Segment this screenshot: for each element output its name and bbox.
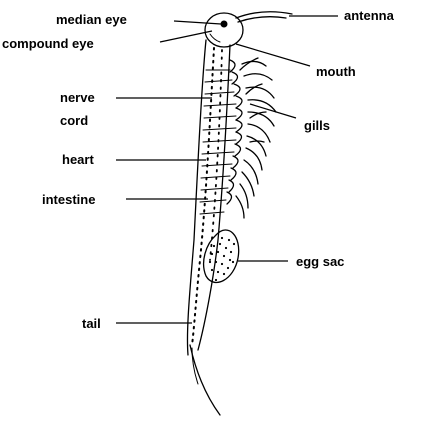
antenna-lower bbox=[238, 17, 286, 22]
median-eye-marker bbox=[221, 21, 228, 28]
label-nerve-cord-line1: nerve bbox=[60, 90, 95, 105]
label-compound-eye: compound eye bbox=[2, 36, 94, 51]
leader-median-eye bbox=[174, 21, 221, 24]
thoracic-lobes bbox=[227, 60, 242, 204]
nerve-cord-dots bbox=[192, 48, 214, 345]
leader-compound-eye bbox=[160, 31, 212, 42]
label-egg-sac: egg sac bbox=[296, 254, 344, 269]
label-heart: heart bbox=[62, 152, 94, 167]
tail-filament bbox=[190, 345, 220, 415]
label-tail: tail bbox=[82, 316, 101, 331]
leader-lines bbox=[116, 16, 338, 323]
label-mouth: mouth bbox=[316, 64, 356, 79]
leader-gills bbox=[250, 104, 296, 118]
label-median-eye: median eye bbox=[56, 12, 127, 27]
trunk-left-outline bbox=[187, 40, 206, 355]
label-gills: gills bbox=[304, 118, 330, 133]
organism-drawing bbox=[187, 12, 292, 415]
head-detail bbox=[210, 34, 220, 42]
label-intestine: intestine bbox=[42, 192, 95, 207]
label-nerve-cord-line2: cord bbox=[60, 113, 88, 128]
label-antenna: antenna bbox=[344, 8, 395, 23]
